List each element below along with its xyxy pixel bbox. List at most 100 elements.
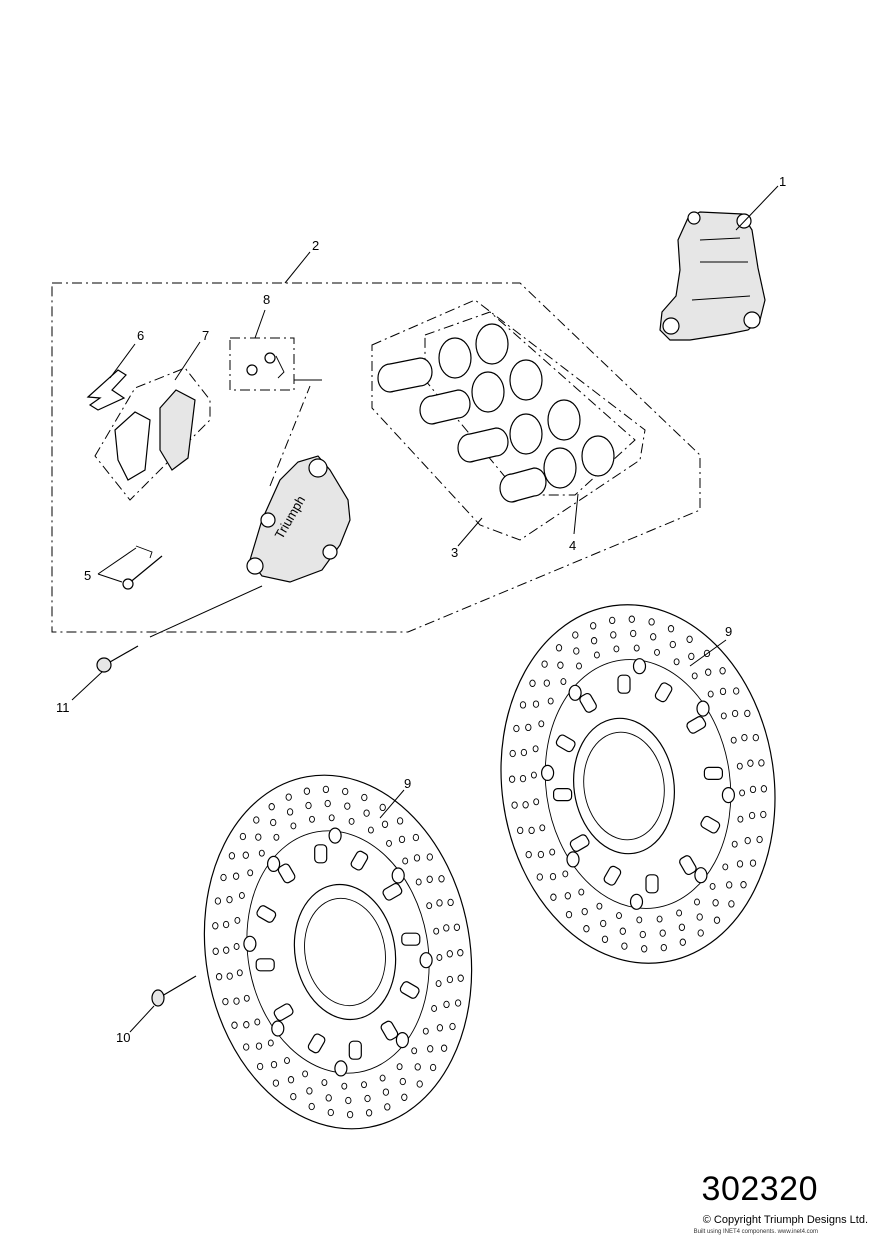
disc-drill-hole <box>222 920 230 929</box>
disc-vent-slot <box>314 844 328 864</box>
disc-drill-hole <box>321 1079 328 1087</box>
disc-float-button <box>328 827 342 844</box>
disc-drill-hole <box>236 969 243 977</box>
disc-drill-hole <box>726 881 733 889</box>
disc-drill-hole <box>678 923 686 931</box>
disc-drill-hole <box>555 644 563 652</box>
disc-vent-slot <box>569 834 590 852</box>
disc-drill-hole <box>342 787 349 796</box>
callout-3: 3 <box>451 545 458 560</box>
pad-retaining-spring <box>86 343 136 411</box>
disc-drill-hole <box>309 815 315 823</box>
disc-drill-hole <box>302 1070 309 1078</box>
disc-drill-hole <box>308 1102 315 1111</box>
disc-float-button <box>694 867 708 884</box>
disc-drill-hole <box>609 616 616 625</box>
disc-drill-hole <box>633 644 640 652</box>
disc-drill-hole <box>573 647 580 655</box>
disc-drill-hole <box>572 631 579 639</box>
disc-drill-hole <box>367 826 374 834</box>
disc-drill-hole <box>749 785 757 794</box>
disc-drill-hole <box>564 892 571 900</box>
callout-labels: 1 2 3 4 5 6 7 8 9 9 10 11 <box>56 174 786 1045</box>
disc-drill-hole <box>415 878 422 886</box>
disc-drill-hole <box>396 1063 403 1071</box>
disc-drill-hole <box>697 929 704 937</box>
disc-drill-hole <box>226 972 233 980</box>
disc-float-button <box>721 786 736 804</box>
disc-drill-hole <box>328 814 335 822</box>
disc-drill-hole <box>243 1021 250 1029</box>
callout-6: 6 <box>137 328 144 343</box>
disc-drill-hole <box>381 820 389 828</box>
disc-drill-hole <box>435 980 442 988</box>
disc-drill-hole <box>243 994 250 1002</box>
disc-vent-slot <box>277 863 296 884</box>
disc-drill-hole <box>268 803 275 811</box>
disc-drill-hole <box>447 898 454 907</box>
disc-drill-hole <box>233 997 240 1005</box>
disc-drill-hole <box>438 875 445 883</box>
disc-drill-hole <box>427 1045 434 1053</box>
disc-drill-hole <box>509 749 516 758</box>
disc-drill-hole <box>386 839 392 847</box>
disc-drill-hole <box>286 808 294 816</box>
pad-retaining-pin <box>97 545 163 590</box>
disc-drill-hole <box>402 857 409 865</box>
callout-7: 7 <box>202 328 209 343</box>
disc-vent-slot <box>700 815 721 834</box>
disc-drill-hole <box>736 860 744 868</box>
disc-drill-hole <box>440 1044 448 1052</box>
disc-drill-hole <box>436 1024 444 1032</box>
disc-drill-hole <box>517 826 524 835</box>
disc-drill-hole <box>361 793 368 802</box>
disc-drill-hole <box>549 872 557 881</box>
disc-drill-hole <box>650 633 657 641</box>
disc-drill-hole <box>396 817 404 825</box>
disc-drill-hole <box>641 945 648 953</box>
disc-drill-hole <box>238 892 245 899</box>
callout-10: 10 <box>116 1030 130 1045</box>
disc-drill-hole <box>232 872 240 880</box>
disc-drill-hole <box>247 869 254 877</box>
disc-drill-hole <box>533 798 540 806</box>
brake-disc-lower <box>203 774 473 1130</box>
disc-drill-hole <box>639 930 646 939</box>
disc-drill-hole <box>305 801 312 810</box>
disc-drill-hole <box>243 1043 250 1051</box>
disc-drill-hole <box>426 875 433 883</box>
disc-drill-hole <box>736 762 743 770</box>
disc-drill-hole <box>528 826 535 835</box>
disc-float-button <box>243 935 257 952</box>
callout-4: 4 <box>569 538 576 553</box>
disc-drill-hole <box>519 774 527 783</box>
disc-drill-hole <box>739 789 746 797</box>
callout-11: 11 <box>56 700 70 715</box>
disc-vent-slot <box>307 1033 326 1054</box>
disc-drill-hole <box>630 629 637 638</box>
disc-drill-hole <box>270 818 277 827</box>
disc-drill-hole <box>740 881 747 889</box>
disc-drill-hole <box>285 793 292 801</box>
disc-vent-slot <box>256 905 277 923</box>
disc-drill-hole <box>399 1077 406 1086</box>
disc-drill-hole <box>728 900 735 908</box>
disc-drill-hole <box>619 927 626 935</box>
disc-drill-hole <box>223 946 230 954</box>
disc-drill-hole <box>303 787 311 795</box>
disc-drill-hole <box>222 997 229 1006</box>
disc-vent-slot <box>617 674 631 694</box>
disc-drill-hole <box>426 902 433 910</box>
bleed-screw-kit <box>229 309 322 391</box>
brake-caliper-assembly <box>659 185 779 341</box>
disc-float-button <box>566 851 580 868</box>
disc-drill-hole <box>669 640 676 649</box>
disc-drill-hole <box>679 938 686 946</box>
disc-drill-hole <box>616 912 622 920</box>
disc-drill-hole <box>365 1109 373 1117</box>
disc-drill-hole <box>220 873 227 882</box>
disc-drill-hole <box>733 687 740 695</box>
disc-drill-hole <box>538 720 545 728</box>
disc-vent-slot <box>401 932 421 946</box>
